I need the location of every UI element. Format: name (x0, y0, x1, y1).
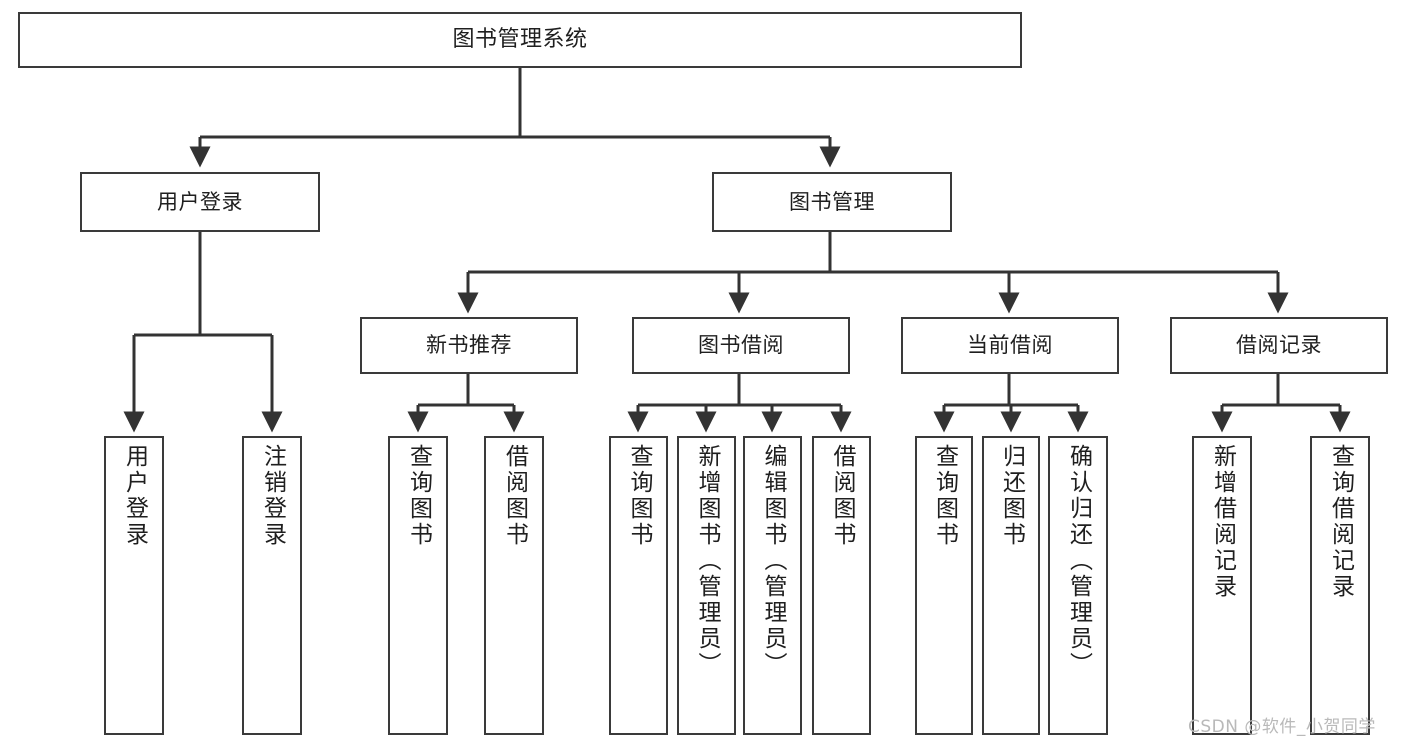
leaf-user-login-login[interactable]: 用户登录 (104, 436, 164, 735)
node-label: 借阅记录 (1236, 333, 1322, 358)
leaf-borrow-records-add[interactable]: 新增借阅记录 (1192, 436, 1252, 735)
node-label: 确认归还（管理员） (1065, 444, 1092, 678)
leaf-user-login-logout[interactable]: 注销登录 (242, 436, 302, 735)
node-label: 新增图书（管理员） (694, 444, 720, 678)
node-user-login[interactable]: 用户登录 (80, 172, 320, 232)
node-label: 查询图书 (405, 444, 432, 548)
node-label: 查询图书 (626, 444, 652, 548)
node-label: 注销登录 (259, 444, 286, 548)
leaf-current-borrow-query[interactable]: 查询图书 (915, 436, 973, 735)
leaf-new-book-borrow[interactable]: 借阅图书 (484, 436, 544, 735)
csdn-watermark: CSDN @软件_小贺同学 (1188, 717, 1376, 737)
node-label: 新增借阅记录 (1209, 444, 1236, 600)
leaf-book-borrow-edit[interactable]: 编辑图书（管理员） (743, 436, 802, 735)
node-label: 图书管理 (789, 189, 875, 214)
node-label: 查询图书 (931, 444, 958, 548)
node-book-management[interactable]: 图书管理 (712, 172, 952, 232)
node-borrow-records[interactable]: 借阅记录 (1170, 317, 1388, 374)
node-label: 查询借阅记录 (1327, 444, 1354, 600)
node-label: 当前借阅 (967, 333, 1053, 358)
node-new-book-recommend[interactable]: 新书推荐 (360, 317, 578, 374)
leaf-book-borrow-add[interactable]: 新增图书（管理员） (677, 436, 736, 735)
node-current-borrow[interactable]: 当前借阅 (901, 317, 1119, 374)
node-label: 借阅图书 (501, 444, 528, 548)
node-label: 编辑图书（管理员） (760, 444, 786, 678)
leaf-book-borrow-query[interactable]: 查询图书 (609, 436, 668, 735)
node-label: 图书借阅 (698, 333, 784, 358)
node-label: 归还图书 (998, 444, 1025, 548)
node-book-borrow[interactable]: 图书借阅 (632, 317, 850, 374)
leaf-borrow-records-query[interactable]: 查询借阅记录 (1310, 436, 1370, 735)
node-label: 用户登录 (157, 189, 243, 214)
node-label: 用户登录 (121, 444, 148, 548)
node-label: 图书管理系统 (452, 27, 588, 53)
leaf-book-borrow-borrow[interactable]: 借阅图书 (812, 436, 871, 735)
leaf-new-book-query[interactable]: 查询图书 (388, 436, 448, 735)
node-label: 借阅图书 (829, 444, 855, 548)
node-root-system[interactable]: 图书管理系统 (18, 12, 1022, 68)
leaf-current-borrow-return[interactable]: 归还图书 (982, 436, 1040, 735)
leaf-current-borrow-confirm-return[interactable]: 确认归还（管理员） (1048, 436, 1108, 735)
node-label: 新书推荐 (426, 333, 512, 358)
